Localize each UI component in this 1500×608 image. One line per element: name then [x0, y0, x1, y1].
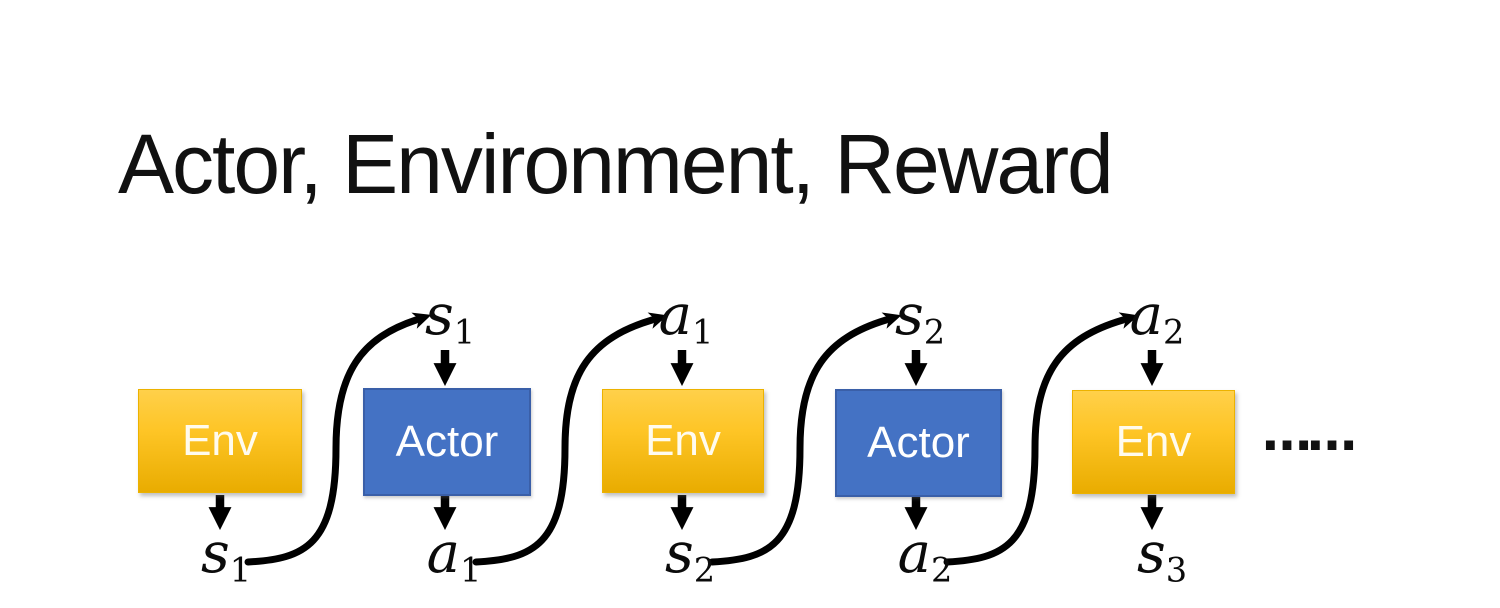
label-a2-top-sub: 2 [1163, 312, 1185, 352]
label-a2-bottom-main: a [897, 521, 932, 586]
actor-box-1: Actor [363, 388, 531, 496]
env-box-3: Env [1072, 390, 1235, 494]
label-a1-bottom-main: a [426, 521, 461, 586]
label-s3-bottom: s3 [1137, 526, 1187, 587]
actor-box-2: Actor [835, 389, 1002, 497]
label-a1-bottom-sub: 1 [460, 550, 482, 590]
label-s2-bottom-sub: 2 [693, 550, 716, 590]
label-a2-top: a2 [1130, 288, 1185, 349]
continuation-ellipsis: …… [1262, 404, 1357, 462]
label-a1-top-main: a [658, 283, 693, 348]
label-s1-bottom-sub: 1 [229, 550, 252, 590]
env-box-1-label: Env [182, 416, 258, 465]
label-s2-bottom-main: s [664, 521, 694, 586]
label-a1-top: a1 [659, 288, 714, 349]
label-a2-bottom-sub: 2 [931, 550, 953, 590]
actor-box-1-label: Actor [395, 417, 499, 466]
label-s1-top-sub: 1 [453, 312, 476, 352]
label-a1-bottom: a1 [427, 526, 482, 587]
label-s1-top: s1 [425, 288, 475, 349]
label-s2-top-sub: 2 [923, 312, 946, 352]
label-a2-top-main: a [1129, 283, 1164, 348]
label-s3-bottom-main: s [1136, 521, 1166, 586]
label-s2-bottom: s2 [665, 526, 715, 587]
label-s1-bottom: s1 [201, 526, 251, 587]
env-box-2: Env [602, 389, 764, 493]
label-a2-bottom: a2 [898, 526, 953, 587]
label-a1-top-sub: 1 [692, 312, 714, 352]
env-box-3-label: Env [1115, 417, 1192, 466]
label-s2-top-main: s [894, 283, 924, 348]
env-box-2-label: Env [645, 416, 721, 465]
label-s2-top: s2 [895, 288, 945, 349]
env-box-1: Env [138, 389, 302, 493]
actor-box-2-label: Actor [867, 418, 970, 467]
slide-title: Actor, Environment, Reward [118, 117, 1114, 211]
label-s1-bottom-main: s [200, 521, 230, 586]
label-s3-bottom-sub: 3 [1165, 550, 1188, 590]
label-s1-top-main: s [424, 283, 454, 348]
